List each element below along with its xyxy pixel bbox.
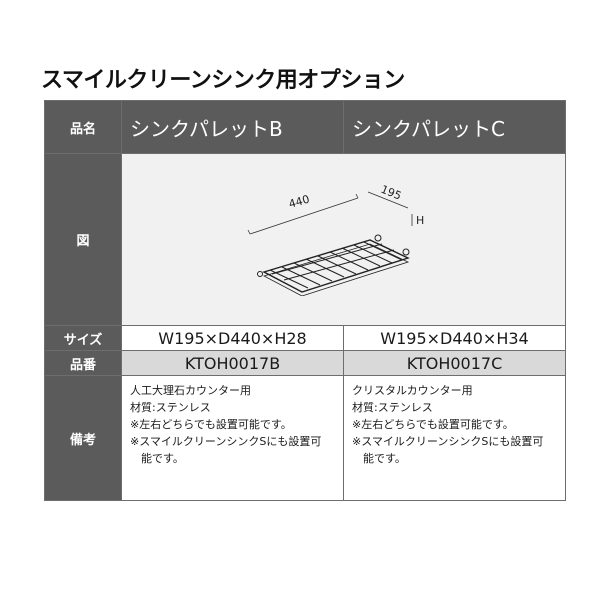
note-line: 材質:ステンレス <box>130 401 211 414</box>
label-product-name: 品名 <box>44 100 122 154</box>
note-line: ※スマイルクリーンシンクSにも設置可 <box>352 435 544 448</box>
figure-cell: 440 195 H <box>121 153 566 326</box>
dim-width-label: 195 <box>379 183 403 203</box>
notes-b: 人工大理石カウンター用 材質:ステンレス ※左右どちらでも設置可能です。 ※スマ… <box>121 375 344 501</box>
size-c: W195×D440×H34 <box>343 325 566 351</box>
spec-table: 品名 シンクパレットB シンクパレットC 図 440 195 H <box>44 100 566 501</box>
note-line: 人工大理石カウンター用 <box>130 384 251 397</box>
label-part-number: 品番 <box>44 350 122 376</box>
part-number-b: KTOH0017B <box>121 350 344 376</box>
label-figure: 図 <box>44 153 122 326</box>
rack-hook <box>374 234 382 242</box>
part-number-c: KTOH0017C <box>343 350 566 376</box>
row-part-number: 品番 KTOH0017B KTOH0017C <box>44 350 566 376</box>
sink-pallet-illustration: 440 195 H <box>247 183 424 296</box>
note-line: ※スマイルクリーンシンクSにも設置可 <box>130 435 322 448</box>
note-line: 材質:ステンレス <box>352 401 433 414</box>
dim-line-length <box>249 197 359 235</box>
note-line: クリスタルカウンター用 <box>352 384 473 397</box>
note-line: ※左右どちらでも設置可能です。 <box>130 418 292 431</box>
dim-length-label: 440 <box>287 193 311 211</box>
product-name-b: シンクパレットB <box>121 100 344 154</box>
rack-frame <box>262 239 410 293</box>
page-title: スマイルクリーンシンク用オプション <box>41 68 405 93</box>
row-figure: 図 440 195 H <box>44 153 566 326</box>
label-size: サイズ <box>44 325 122 351</box>
rack-slats <box>269 241 403 289</box>
row-size: サイズ W195×D440×H28 W195×D440×H34 <box>44 325 566 351</box>
note-line: 能です。 <box>141 452 184 465</box>
note-line: ※左右どちらでも設置可能です。 <box>352 418 514 431</box>
notes-c: クリスタルカウンター用 材質:ステンレス ※左右どちらでも設置可能です。 ※スマ… <box>343 375 566 501</box>
row-notes: 備考 人工大理石カウンター用 材質:ステンレス ※左右どちらでも設置可能です。 … <box>44 375 566 501</box>
dim-height-label: H <box>416 214 424 227</box>
dim-line-width <box>367 191 409 209</box>
label-notes: 備考 <box>44 375 122 501</box>
product-name-c: シンクパレットC <box>343 100 566 154</box>
row-product-name: 品名 シンクパレットB シンクパレットC <box>44 100 566 154</box>
note-line: 能です。 <box>363 452 406 465</box>
size-b: W195×D440×H28 <box>121 325 344 351</box>
